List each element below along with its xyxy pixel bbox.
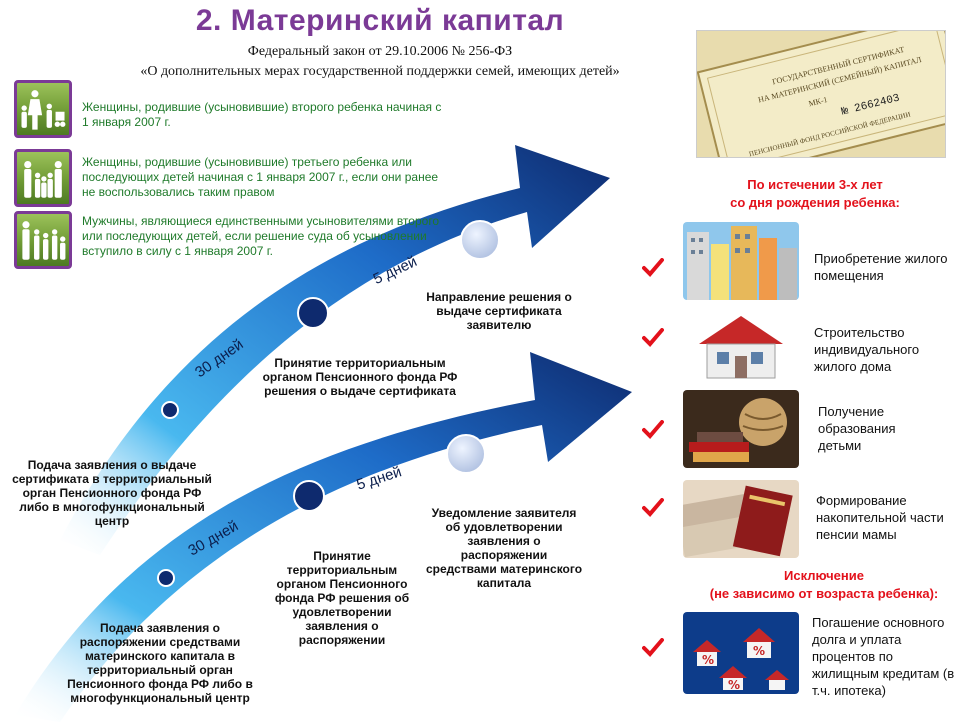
certificate-step1-label: Подача заявления о выдаче сертификата в … (12, 458, 212, 528)
family-father-kids-icon (14, 211, 72, 269)
disposal-step3-label: Уведомление заявителя об удовлетворении … (425, 506, 583, 590)
node-step2-certificate (297, 297, 329, 329)
pension-document-money-icon (683, 480, 799, 558)
node-step2-disposal (293, 480, 325, 512)
use-text-1: Приобретение жилого помещения (814, 251, 948, 283)
certificate-step3-label: Направление решения о выдаче сертификата… (426, 290, 572, 332)
disposal-step1-label: Подача заявления о распоряжении средства… (67, 621, 253, 705)
svg-text:%: % (728, 678, 740, 692)
page-title: 2. Материнский капитал (195, 4, 565, 37)
node-step3-disposal (446, 434, 486, 474)
use-text-2: Строительство индивидуального жилого дом… (814, 325, 920, 374)
use-text-4: Формирование накопительной части пенсии … (816, 493, 944, 542)
checkmark-icon (642, 638, 664, 657)
use-text-3: Получение образования детьми (818, 404, 896, 453)
certificate-arrow (60, 145, 610, 555)
eligibility-text-3: Мужчины, являющиеся единственными усынов… (82, 214, 440, 258)
exception-text: Погашение основного долга и уплата проце… (812, 615, 955, 698)
education-globe-books-icon (683, 390, 799, 468)
disposal-step2-label: Принятие территориальным органом Пенсион… (274, 549, 410, 647)
exception-header: Исключение (не зависимо от возраста ребе… (709, 568, 939, 601)
checkmark-icon (642, 498, 664, 517)
family-three-kids-icon (14, 149, 72, 207)
node-step3-certificate (460, 220, 500, 260)
certificate-photo-line3: МК-1 (808, 95, 829, 108)
checkmark-icon (642, 258, 664, 277)
mortgage-percent-houses-icon: %%% (683, 612, 799, 694)
law-name: «О дополнительных мерах государственной … (140, 64, 620, 79)
law-reference: Федеральный закон от 29.10.2006 № 256-ФЗ (247, 44, 513, 59)
svg-text:%: % (702, 653, 714, 667)
house-construction-icon (683, 306, 799, 384)
node-step1-certificate (161, 401, 179, 419)
certificate-step2-label: Принятие территориальным органом Пенсион… (262, 356, 458, 398)
eligibility-text-1: Женщины, родившие (усыновившие) второго … (82, 100, 442, 129)
svg-text:%: % (753, 644, 765, 658)
maternity-certificate-photo: ГОСУДАРСТВЕННЫЙ СЕРТИФИКАТ НА МАТЕРИНСКИ… (696, 30, 946, 158)
checkmark-icon (642, 328, 664, 347)
checkmark-icon (642, 420, 664, 439)
node-step1-disposal (157, 569, 175, 587)
disposal-arrow (15, 352, 632, 722)
family-mother-two-kids-icon (14, 80, 72, 138)
apartment-buildings-icon (683, 222, 799, 300)
eligibility-text-2: Женщины, родившие (усыновившие) третьего… (82, 155, 439, 199)
uses-header: По истечении 3-х лет со дня рождения реб… (730, 177, 900, 210)
